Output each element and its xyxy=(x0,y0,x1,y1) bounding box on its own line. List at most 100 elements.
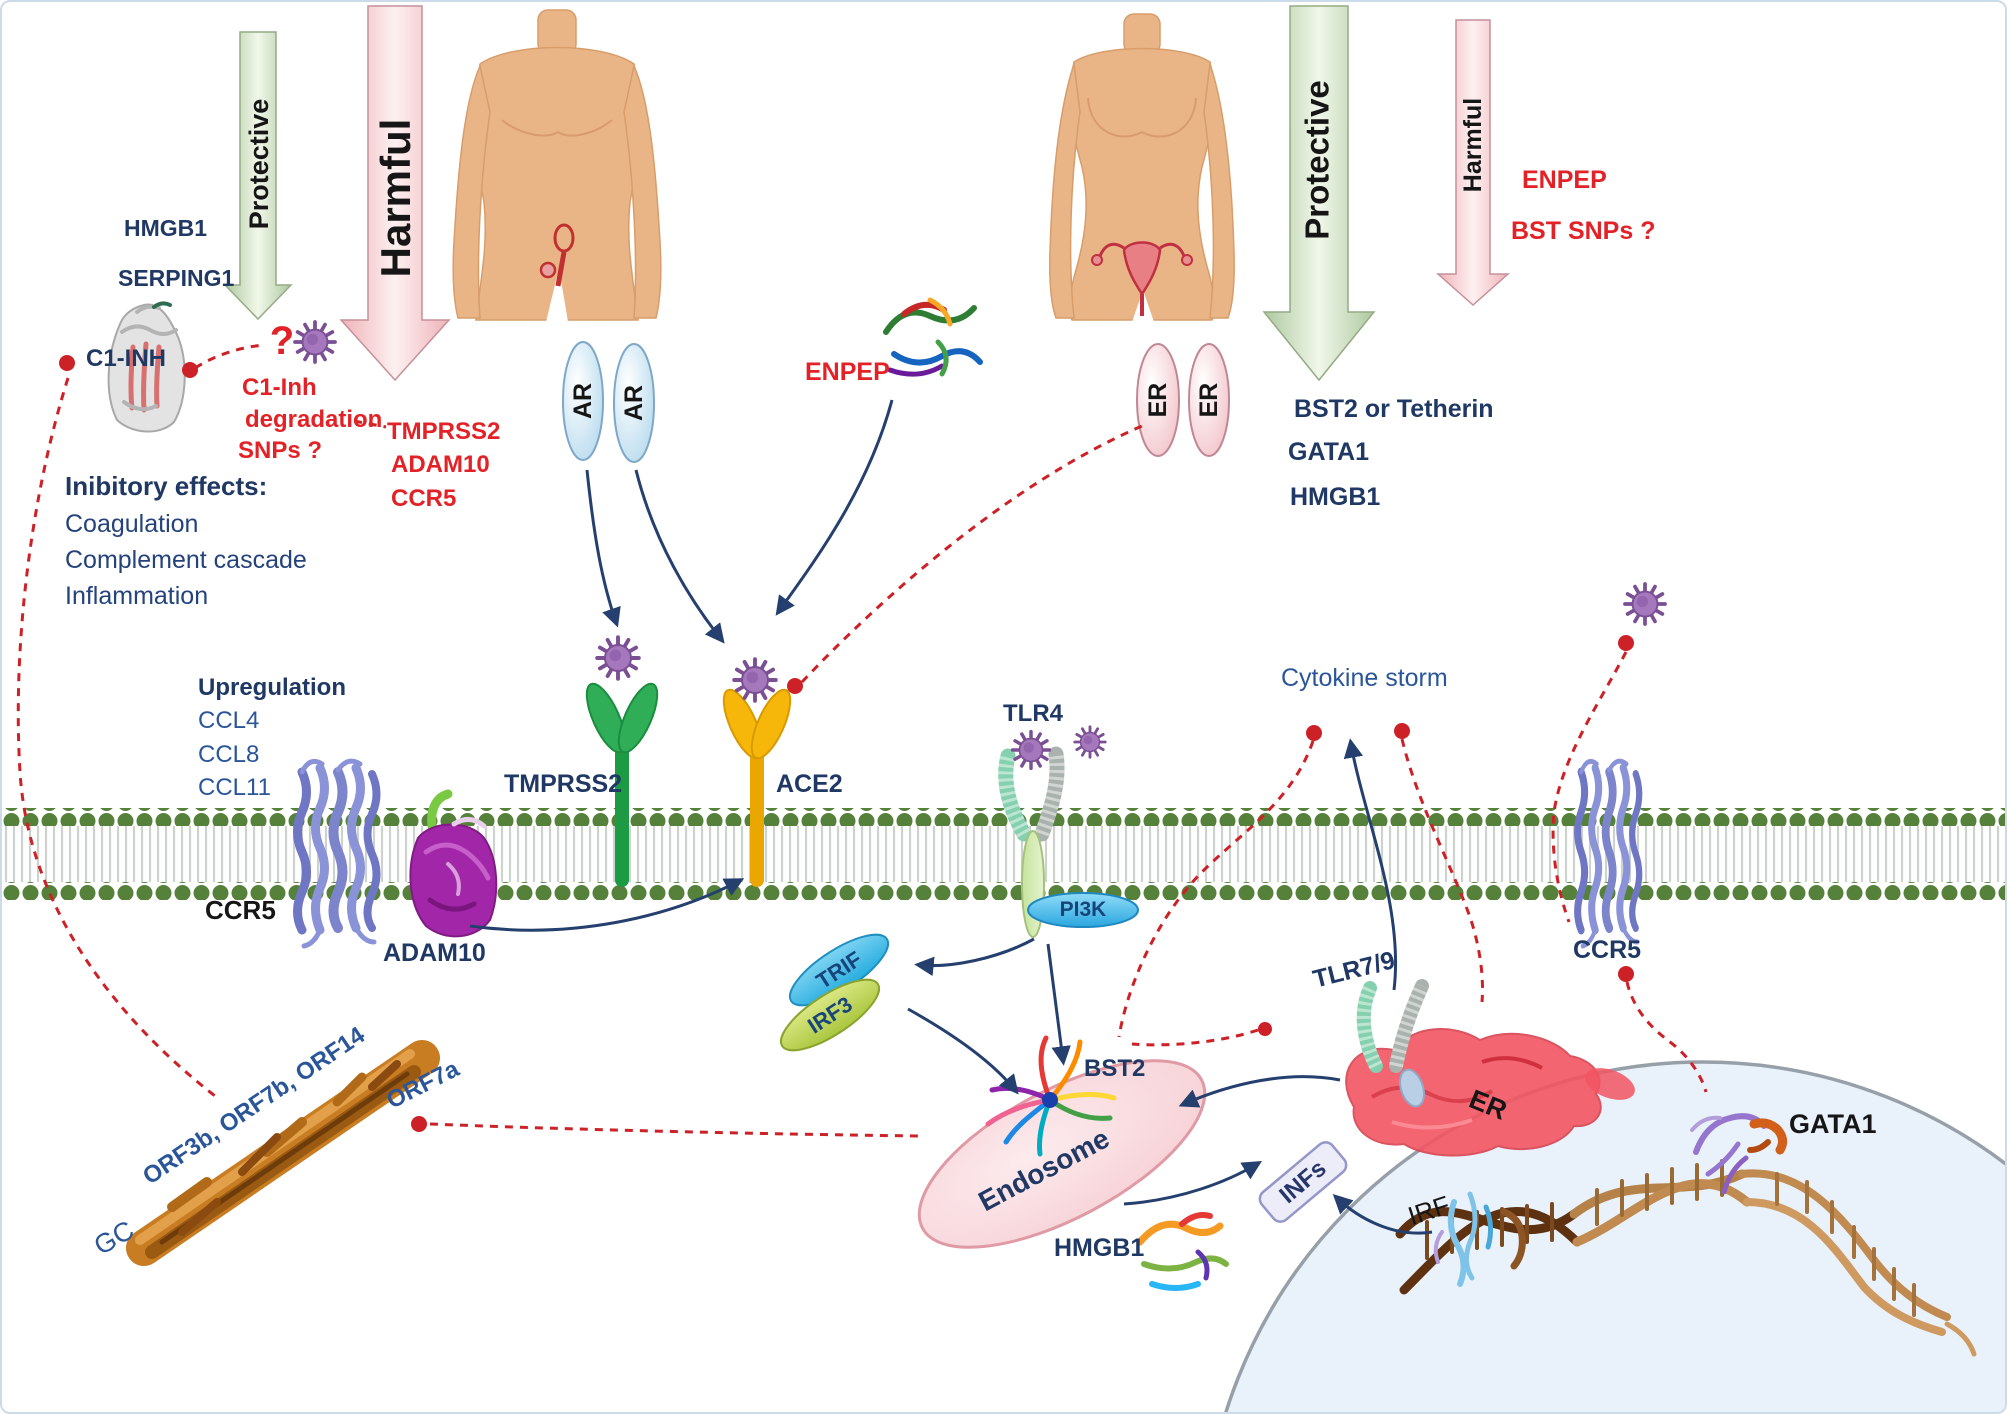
female-figure xyxy=(1049,13,1235,322)
arrow-ar-to-tmprss2 xyxy=(585,469,621,628)
ar-oval-2 xyxy=(613,343,655,463)
harmful-arrow-right xyxy=(1436,19,1510,307)
infs-box xyxy=(1258,1141,1348,1223)
label-enpep-right: ENPEP xyxy=(1522,166,1607,194)
label-inhibitory-coagulation: Coagulation xyxy=(65,510,199,538)
label-c1inh: C1-INH xyxy=(86,345,167,372)
protective-arrow-right xyxy=(1262,5,1376,382)
label-ar-2: AR xyxy=(619,384,648,422)
arrow-tlr79-to-cytokine-storm xyxy=(1343,738,1398,991)
label-ar-1: AR xyxy=(568,382,597,420)
label-tlr4: TLR4 xyxy=(1003,700,1063,727)
gc-fiber xyxy=(126,1040,440,1266)
ar-oval-1 xyxy=(562,341,604,461)
arrow-ar-to-ace2 xyxy=(634,469,725,644)
signal-arrows xyxy=(469,399,1433,1235)
virus-icon xyxy=(293,320,337,364)
dashed-c1inh-to-question xyxy=(194,343,265,370)
label-protective-right: Protective xyxy=(1298,80,1336,240)
dashed-orf7a-to-endosome xyxy=(429,1122,921,1138)
tmprss2-receptor xyxy=(585,682,659,887)
label-harmful-left: Harmful xyxy=(371,118,419,278)
label-red-ccr5: CCR5 xyxy=(391,485,457,512)
label-cytokine-storm: Cytokine storm xyxy=(1281,664,1448,692)
virus-icon xyxy=(1073,725,1107,759)
label-c1inh-line3: SNPs ? xyxy=(238,437,323,464)
arrow-endosome-to-infs xyxy=(1123,1160,1263,1206)
label-enpep-left: ENPEP xyxy=(805,358,890,386)
label-er-1: ER xyxy=(1143,382,1172,418)
arrow-tlr4-to-trif xyxy=(914,937,1035,977)
label-ccl8: CCL8 xyxy=(198,741,260,768)
protective-arrow-left xyxy=(223,31,293,321)
label-er-2: ER xyxy=(1194,382,1223,418)
virus-icon xyxy=(732,657,778,703)
male-reproductive-icon xyxy=(539,223,575,287)
arrow-irf-to-infs xyxy=(1332,1193,1433,1235)
red-dashed-links xyxy=(16,343,1708,1138)
label-gata1-right: GATA1 xyxy=(1288,438,1370,466)
arrow-pi3k-to-bst2 xyxy=(1046,943,1071,1066)
label-protective-left: Protective xyxy=(243,98,274,230)
label-c1inh-line1: C1-Inh xyxy=(242,374,317,401)
dashed-degradation xyxy=(353,419,387,429)
tlr7-9-receptor xyxy=(1356,979,1429,1108)
label-ccr5-right: CCR5 xyxy=(1573,936,1642,964)
label-red-tmprss2: TMPRSS2 xyxy=(387,418,501,445)
dashed-c1inh-to-gc xyxy=(16,377,216,1098)
male-figure xyxy=(452,9,662,322)
label-bst2-tetherin: BST2 or Tetherin xyxy=(1294,395,1494,423)
endosome-protein xyxy=(985,1035,1117,1157)
label-tmprss2: TMPRSS2 xyxy=(504,770,623,798)
label-ace2: ACE2 xyxy=(776,770,843,798)
label-gata1-nucleus: GATA1 xyxy=(1789,1109,1877,1139)
label-inhibitory-inflammation: Inflammation xyxy=(65,582,209,610)
virus-icon xyxy=(1010,729,1052,771)
er-oval-1 xyxy=(1136,343,1180,457)
arrow-er-to-endosome xyxy=(1178,1075,1341,1108)
hmgb1-protein xyxy=(1136,1212,1229,1291)
dashed-ace2-to-er xyxy=(800,424,1143,684)
enpep-protein xyxy=(883,297,983,377)
irf-protein xyxy=(1433,1191,1526,1287)
label-ccl11: CCL11 xyxy=(198,774,271,801)
ace2-receptor xyxy=(722,688,792,887)
label-pi3k: PI3K xyxy=(1059,897,1107,921)
label-hmgb1-right: HMGB1 xyxy=(1290,483,1381,511)
label-serping1: SERPING1 xyxy=(118,265,235,291)
harmful-arrow-left xyxy=(339,5,451,382)
female-reproductive-icon xyxy=(1091,241,1193,316)
virus-icon xyxy=(1623,582,1667,626)
label-inhibitory-title: Inibitory effects: xyxy=(65,471,268,501)
dashed-cytokine-right xyxy=(1400,738,1484,1003)
virus-icon xyxy=(595,635,641,681)
gata1-protein xyxy=(1690,1113,1788,1195)
dashed-tlr79dot-to-bst2 xyxy=(1131,1028,1259,1047)
label-ccl4: CCL4 xyxy=(198,707,260,734)
adam10-protein xyxy=(409,789,498,938)
arrow-adam10-to-ace2 xyxy=(469,878,745,932)
label-inhibitory-complement: Complement cascade xyxy=(65,546,307,574)
label-adam10: ADAM10 xyxy=(383,939,486,967)
pi3k-oval xyxy=(1027,892,1139,928)
c1inh-protein xyxy=(107,301,186,433)
arrow-enpep-to-ace2 xyxy=(775,399,894,616)
dashed-ccr5-to-nucleus xyxy=(1625,981,1708,1093)
label-upregulation: Upregulation xyxy=(198,674,346,701)
red-dots xyxy=(59,355,1634,1132)
endosome xyxy=(917,1059,1207,1249)
label-harmful-right: Harmful xyxy=(1458,97,1487,193)
label-c1inh-line2: degradation xyxy=(245,406,383,433)
er-oval-2 xyxy=(1188,343,1230,457)
arrow-irf3-to-endosome xyxy=(907,1007,1019,1095)
label-bst-snps: BST SNPs ? xyxy=(1511,217,1656,245)
label-bst2: BST2 xyxy=(1084,1055,1146,1082)
nucleus xyxy=(1217,1054,2005,1412)
irf3-oval xyxy=(779,978,881,1052)
label-ccr5-membrane: CCR5 xyxy=(205,895,276,925)
label-red-adam10: ADAM10 xyxy=(391,451,490,478)
label-hmgb1-top: HMGB1 xyxy=(124,215,208,241)
label-hmgb1-bottom: HMGB1 xyxy=(1054,1234,1145,1262)
